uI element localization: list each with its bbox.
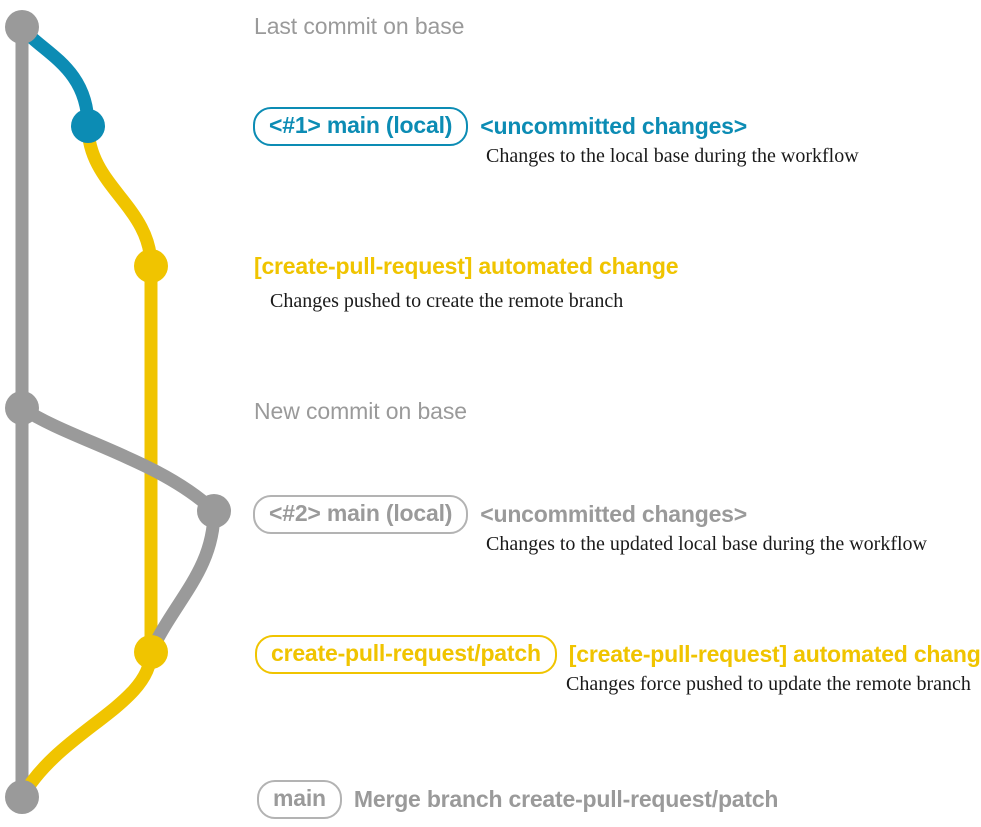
commit-note-2: Changes pushed to create the remote bran… [270,290,624,312]
commit-row-4: create-pull-request/patch [create-pull-r… [255,635,981,675]
heading-new-commit-on-base: New commit on base [254,398,467,424]
commit-note-1: Changes to the local base during the wor… [486,145,859,167]
commit-row-5: main Merge branch create-pull-request/pa… [257,780,779,820]
node-pr-commit-2[interactable] [134,635,168,669]
commit-subject-3: <uncommitted changes> [480,501,748,528]
base-local2-branch-line [15,401,221,659]
node-local-commit-1[interactable] [71,109,105,143]
commit-subject-1: <uncommitted changes> [480,113,748,140]
branch-badge-create-pull-request-patch[interactable]: create-pull-request/patch [255,635,557,675]
commit-row-1: <#1> main (local) <uncommitted changes> [253,107,748,147]
branch-badge-main-local-2[interactable]: <#2> main (local) [253,495,469,535]
commit-note-4: Changes force pushed to update the remot… [566,673,971,695]
commit-subject-5: Merge branch create-pull-request/patch [353,786,779,813]
node-base-head[interactable] [5,10,39,44]
node-merge-commit[interactable] [5,780,39,814]
blue-branch-line [15,20,95,133]
node-local-commit-2[interactable] [197,494,231,528]
commit-row-3: <#2> main (local) <uncommitted changes> [253,495,748,535]
commit-note-3: Changes to the updated local base during… [486,533,927,555]
branch-badge-main[interactable]: main [257,780,342,820]
amber-branch-line [81,119,158,659]
heading-last-commit-on-base: Last commit on base [254,13,465,39]
node-pr-commit-1[interactable] [134,249,168,283]
commit-subject-2: [create-pull-request] automated change [254,253,679,279]
amber-merge-line [15,645,158,804]
commit-subject-4: [create-pull-request] automated change [568,641,981,668]
branch-badge-main-local-1[interactable]: <#1> main (local) [253,107,469,147]
node-base-new-commit[interactable] [5,391,39,425]
